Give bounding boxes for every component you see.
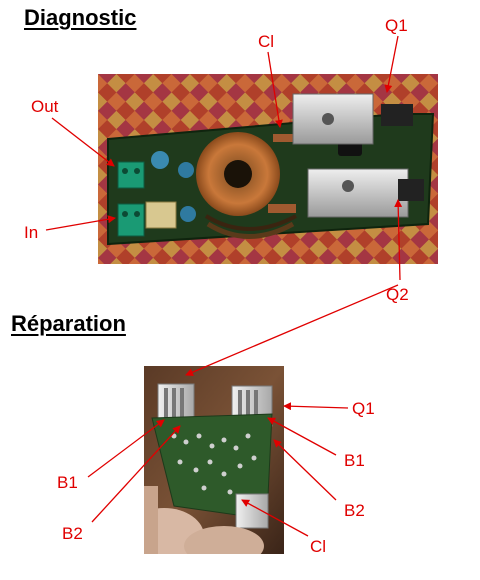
arrow-q2-to-bottom: [185, 284, 399, 376]
arrow-top-out: [51, 117, 115, 167]
label-top-q2: Q2: [386, 285, 409, 304]
arrow-top-cl: [267, 51, 283, 128]
label-bot-q1: Q1: [352, 399, 375, 418]
arrow-top-in: [45, 215, 116, 231]
label-bot-b1-right: B1: [344, 451, 365, 470]
arrow-bot-b2-right: [273, 439, 337, 501]
arrow-bot-b2-left: [91, 425, 181, 523]
diagnostic-heading: Diagnostic: [24, 5, 137, 30]
arrow-top-q2: [394, 199, 403, 281]
circuit-board-top-photo: [98, 74, 438, 264]
label-top-out: Out: [31, 97, 59, 116]
circuit-board-held-photo: [144, 366, 284, 554]
label-top-cl: Cl: [258, 32, 275, 51]
label-bot-b2-left: B2: [62, 524, 83, 543]
label-bot-b2-right: B2: [344, 501, 365, 520]
arrow-bot-cl: [241, 499, 309, 537]
label-bot-b1-left: B1: [57, 473, 78, 492]
repair-heading: Réparation: [11, 311, 126, 336]
label-top-in: In: [24, 223, 39, 242]
arrow-bot-b1-left: [87, 419, 165, 478]
arrow-bot-b1-right: [267, 417, 337, 456]
arrow-top-q1: [384, 35, 399, 93]
label-top-q1: Q1: [385, 16, 408, 35]
arrow-bot-q1: [283, 402, 349, 411]
label-bot-cl: Cl: [310, 537, 327, 556]
